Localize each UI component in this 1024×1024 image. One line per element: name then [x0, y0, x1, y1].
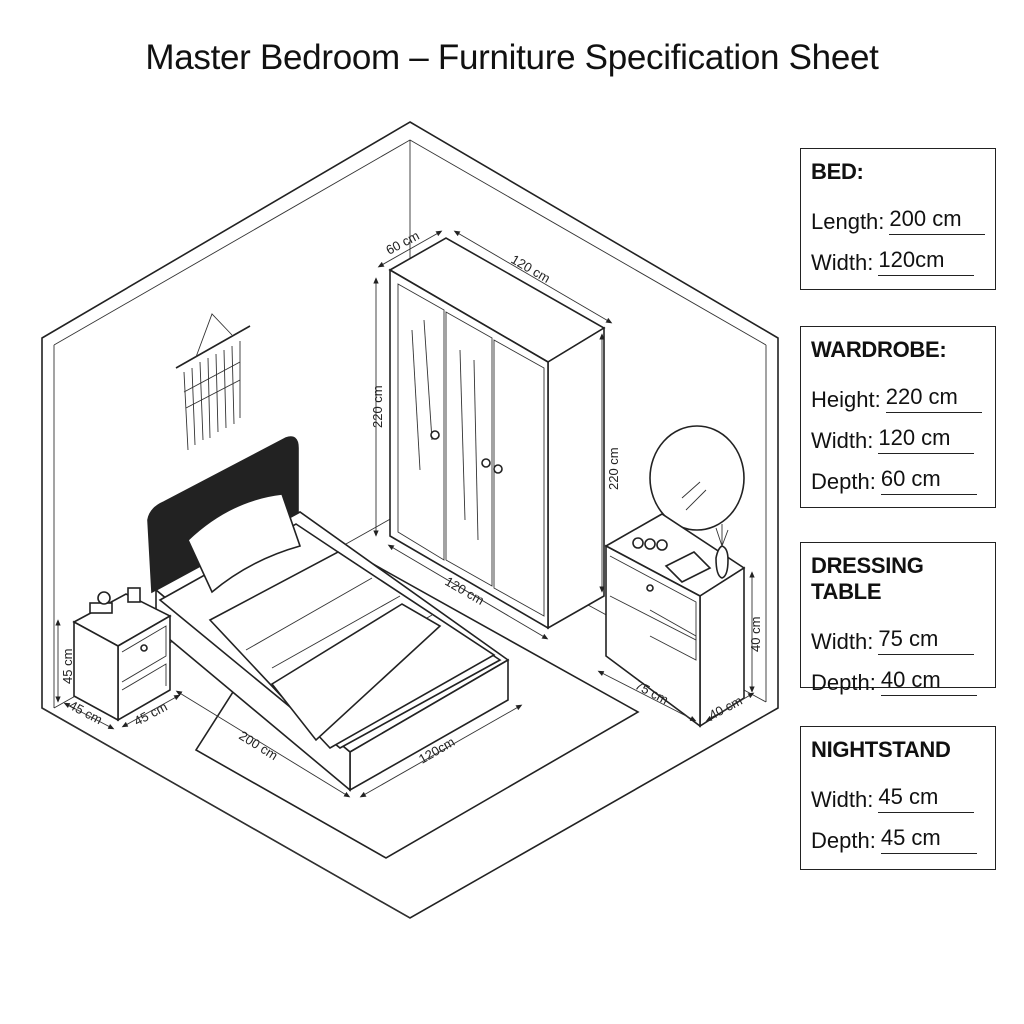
spec-value: 120cm: [878, 247, 975, 276]
dim-dressing-height: 40 cm: [748, 617, 763, 652]
spec-label: Depth:: [811, 670, 876, 695]
spec-label: Width:: [811, 428, 874, 453]
spec-value: 120 cm: [878, 425, 975, 454]
spec-value: 40 cm: [880, 667, 977, 696]
spec-heading: BED:: [811, 159, 864, 184]
spec-heading: WARDROBE:: [811, 337, 947, 362]
page-title: Master Bedroom – Furniture Specification…: [145, 38, 879, 77]
dim-nightstand-height: 45 cm: [60, 649, 75, 684]
dim-wardrobe-height-left: 220 cm: [370, 385, 385, 428]
spec-label: Length:: [811, 209, 885, 234]
spec-heading: NIGHTSTAND: [811, 737, 951, 762]
spec-row: Height:220 cm: [811, 372, 995, 413]
spec-label: Width:: [811, 250, 874, 275]
wall-hanging: [175, 313, 251, 451]
spec-value: 45 cm: [878, 784, 975, 813]
spec-box-bed: BED: Length:200 cm Width:120cm: [800, 148, 996, 290]
spec-row: Depth:40 cm: [811, 655, 995, 696]
spec-row: Depth:45 cm: [811, 813, 995, 854]
spec-row: Length:200 cm: [811, 194, 995, 235]
spec-value: 45 cm: [880, 825, 977, 854]
spec-row: Width:75 cm: [811, 614, 995, 655]
spec-label: Height:: [811, 387, 881, 412]
spec-label: Depth:: [811, 828, 876, 853]
dim-wardrobe-height-right: 220 cm: [606, 447, 621, 490]
spec-value: 75 cm: [878, 626, 975, 655]
spec-row: Depth:60 cm: [811, 454, 995, 495]
spec-label: Depth:: [811, 469, 876, 494]
spec-row: Width:120cm: [811, 235, 995, 276]
spec-value: 60 cm: [880, 466, 977, 495]
spec-label: Width:: [811, 787, 874, 812]
spec-row: Width:120 cm: [811, 413, 995, 454]
spec-box-wardrobe: WARDROBE: Height:220 cm Width:120 cm Dep…: [800, 326, 996, 508]
wardrobe: [388, 237, 606, 630]
spec-row: Width:45 cm: [811, 772, 995, 813]
spec-box-dressing-table: DRESSING TABLE Width:75 cm Depth:40 cm: [800, 542, 996, 696]
spec-value: 220 cm: [885, 384, 982, 413]
spec-heading: DRESSING TABLE: [811, 553, 924, 604]
spec-box-nightstand: NIGHTSTAND Width:45 cm Depth:45 cm: [800, 726, 996, 870]
nightstand: [72, 587, 172, 722]
dimension-lines: [55, 230, 755, 798]
spec-value: 200 cm: [889, 206, 986, 235]
spec-label: Width:: [811, 629, 874, 654]
dressing-table: [604, 425, 746, 728]
